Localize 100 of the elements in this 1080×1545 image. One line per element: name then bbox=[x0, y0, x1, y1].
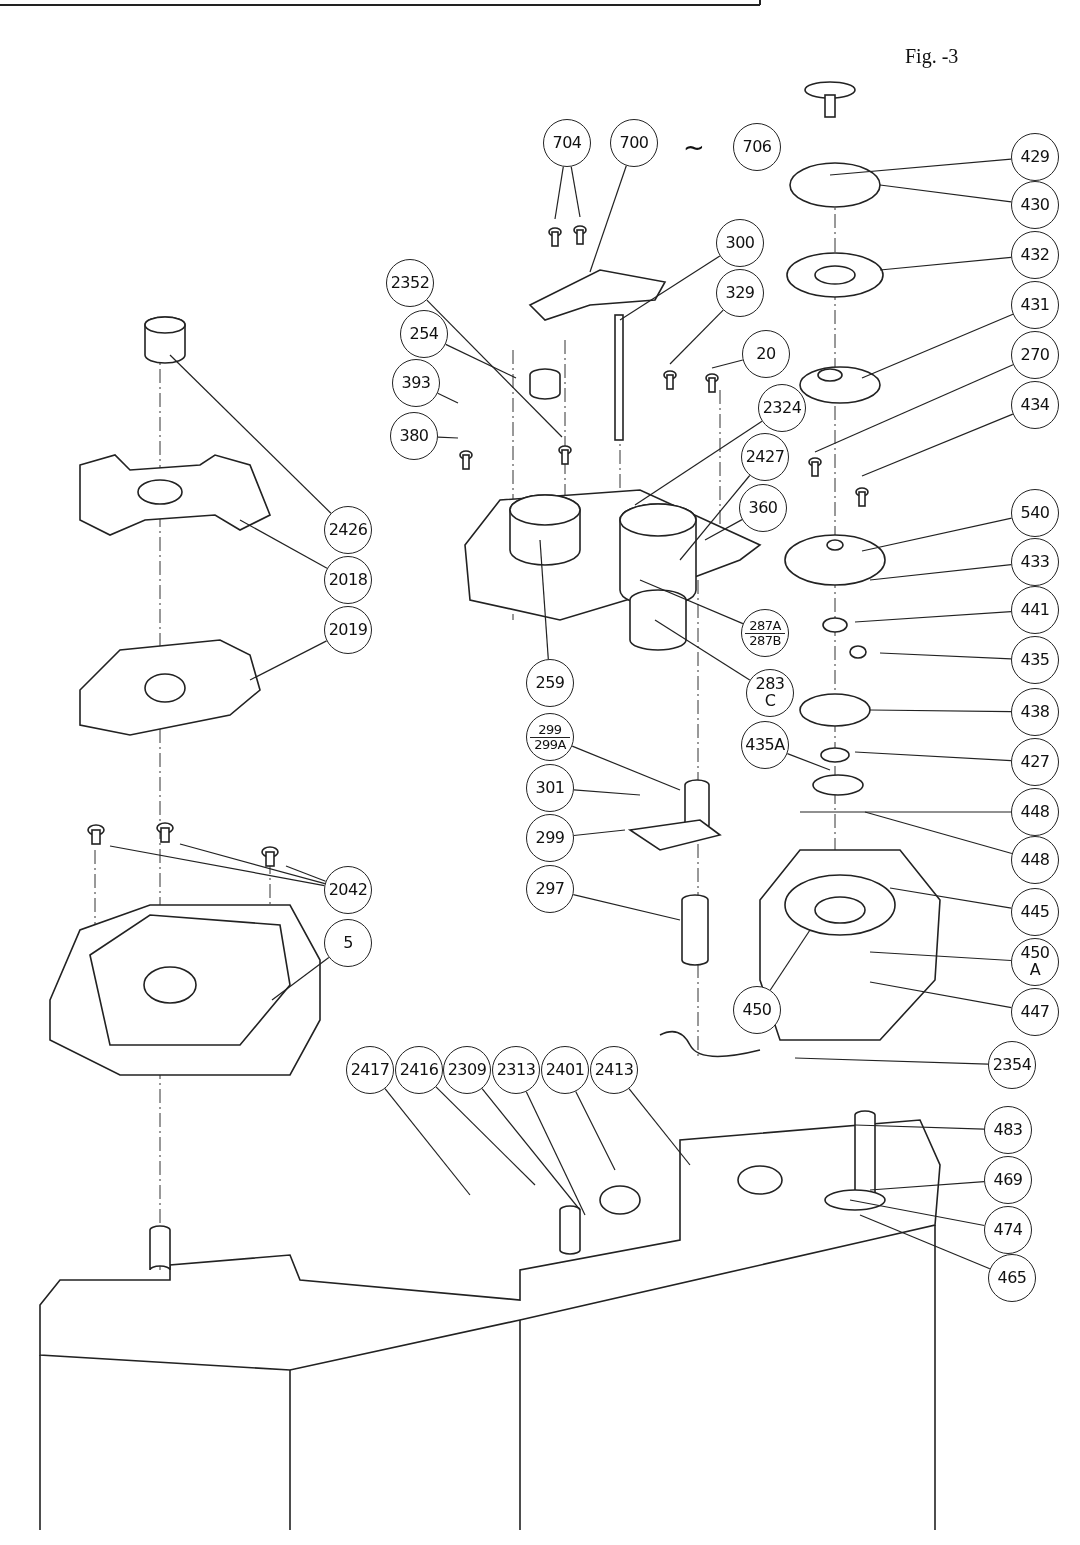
leader-line bbox=[481, 1088, 581, 1211]
callout-circle bbox=[346, 1046, 394, 1094]
leader-line bbox=[572, 894, 681, 921]
leader-line bbox=[570, 166, 581, 218]
callout-circle bbox=[988, 1041, 1036, 1089]
leader-line bbox=[869, 981, 1012, 1009]
callout-circle bbox=[742, 330, 790, 378]
callout-number: 434 bbox=[1019, 396, 1051, 414]
callout-circle bbox=[1011, 636, 1059, 684]
callout-number: 704 bbox=[551, 134, 583, 152]
leader-line bbox=[285, 865, 327, 882]
leader-line bbox=[169, 354, 332, 514]
leader-line bbox=[879, 256, 1012, 271]
leader-line bbox=[854, 1124, 985, 1130]
callout-number: 435A bbox=[745, 736, 785, 754]
callout-number: 2417 bbox=[350, 1061, 390, 1079]
leader-line bbox=[619, 255, 721, 321]
callout-number: 5 bbox=[342, 934, 354, 952]
range-sign: ~ bbox=[683, 132, 705, 162]
callout-circle bbox=[526, 865, 574, 913]
callout-number: 2042 bbox=[328, 881, 368, 899]
callout-circle bbox=[1011, 988, 1059, 1036]
callout-number: 2401 bbox=[545, 1061, 585, 1079]
callout-circle bbox=[733, 986, 781, 1034]
leader-line bbox=[525, 1091, 586, 1216]
callout-number: 429 bbox=[1019, 148, 1051, 166]
leader-line bbox=[634, 420, 763, 506]
leader-line bbox=[679, 474, 751, 561]
leader-line bbox=[628, 1088, 691, 1166]
callout-circle bbox=[984, 1156, 1032, 1204]
leader-line bbox=[573, 789, 641, 796]
callout-number: 254 bbox=[408, 325, 440, 343]
callout-circle bbox=[324, 866, 372, 914]
callout-circle bbox=[443, 1046, 491, 1094]
callout-number: 2313 bbox=[496, 1061, 536, 1079]
leader-line bbox=[639, 579, 744, 625]
leader-line bbox=[869, 564, 1012, 581]
callout-number: 2018 bbox=[328, 571, 368, 589]
callout-number: 2413 bbox=[594, 1061, 634, 1079]
leader-line bbox=[435, 1086, 536, 1186]
callout-number: 299 bbox=[530, 722, 570, 738]
callout-circle bbox=[543, 119, 591, 167]
callout-circle bbox=[1011, 231, 1059, 279]
callout-circle bbox=[324, 606, 372, 654]
callout-number: 450 bbox=[741, 1001, 773, 1019]
leader-line bbox=[249, 640, 328, 681]
callout-number: 441 bbox=[1019, 601, 1051, 619]
callout-number: 20 bbox=[755, 345, 777, 363]
leader-line bbox=[437, 392, 459, 404]
callout-circle bbox=[390, 412, 438, 460]
callout-circle bbox=[324, 556, 372, 604]
callout-number: 283 C bbox=[754, 676, 786, 710]
callout-circle bbox=[395, 1046, 443, 1094]
leader-line bbox=[554, 166, 564, 220]
callout-circle bbox=[392, 359, 440, 407]
callout-circle bbox=[1011, 788, 1059, 836]
callout-number: 299 bbox=[534, 829, 566, 847]
leader-line bbox=[869, 1181, 985, 1191]
callout-number: 450 A bbox=[1019, 945, 1051, 979]
callout-circle bbox=[741, 433, 789, 481]
leader-line bbox=[786, 753, 831, 771]
callout-circle bbox=[324, 919, 372, 967]
callout-number: 438 bbox=[1019, 703, 1051, 721]
callout-circle bbox=[1011, 181, 1059, 229]
callout-circle bbox=[741, 721, 789, 769]
leader-line bbox=[854, 611, 1012, 623]
leader-line bbox=[704, 519, 743, 541]
callout-circle bbox=[1011, 586, 1059, 634]
callout-circle bbox=[1011, 381, 1059, 429]
callout-number: 287B bbox=[748, 633, 782, 648]
callout-number: 287A bbox=[745, 618, 785, 634]
callout-circle bbox=[1011, 331, 1059, 379]
callout-circle bbox=[1011, 688, 1059, 736]
callout-number: 329 bbox=[724, 284, 756, 302]
leader-line bbox=[829, 158, 1012, 176]
callout-number: 2352 bbox=[390, 274, 430, 292]
callout-number: 2427 bbox=[745, 448, 785, 466]
leader-line bbox=[573, 829, 626, 837]
callout-number: 469 bbox=[992, 1171, 1024, 1189]
callout-number: 299A bbox=[533, 737, 567, 752]
callout-circle bbox=[526, 814, 574, 862]
callout-circle bbox=[1011, 738, 1059, 786]
leader-line bbox=[861, 413, 1014, 477]
leader-line bbox=[669, 309, 724, 365]
callout-circle bbox=[1011, 489, 1059, 537]
callout-number: 435 bbox=[1019, 651, 1051, 669]
leader-line bbox=[589, 165, 627, 273]
leader-line bbox=[889, 887, 1012, 909]
callout-number: 433 bbox=[1019, 553, 1051, 571]
leader-line bbox=[239, 519, 328, 569]
callout-number: 540 bbox=[1019, 504, 1051, 522]
leader-line bbox=[271, 956, 330, 1001]
callout-number: 447 bbox=[1019, 1003, 1051, 1021]
leader-line bbox=[869, 709, 1012, 713]
leader-line bbox=[861, 313, 1014, 379]
leader-line bbox=[854, 751, 1012, 762]
callout-circle bbox=[1011, 836, 1059, 884]
callout-number: 2354 bbox=[992, 1056, 1032, 1074]
callout-number: 700 bbox=[618, 134, 650, 152]
callout-number: 300 bbox=[724, 234, 756, 252]
